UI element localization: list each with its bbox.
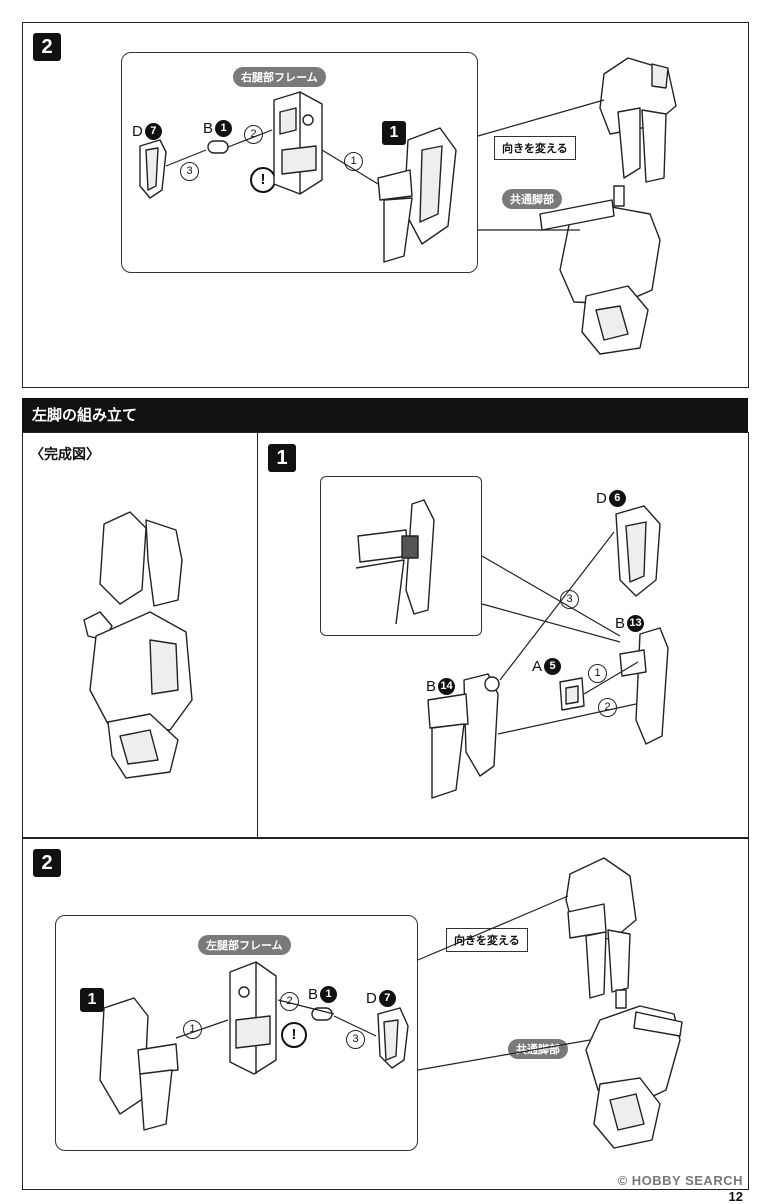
top-part-D7-number: 7 (144, 123, 162, 140)
bottom-rotate-callout: 向きを変える (446, 928, 528, 952)
top-order-1: 1 (344, 152, 363, 171)
bottom-part-B1-letter: B (308, 986, 319, 1003)
step1-part-A5-letter: A (532, 658, 543, 675)
step1-part-B14-number: 14 (438, 678, 456, 695)
top-order-3: 3 (180, 162, 199, 181)
step1-order-2: 2 (598, 698, 617, 717)
step1-order-3: 3 (560, 590, 579, 609)
section-title: 左脚の組み立て (32, 406, 138, 424)
top-part-B1-letter: B (203, 120, 214, 137)
step1-part-B14-letter: B (426, 678, 437, 695)
top-step1-badge: 1 (382, 121, 406, 145)
bottom-order-1: 1 (183, 1020, 202, 1039)
bottom-part-D7-number: 7 (378, 990, 396, 1007)
step1-part-D6-letter: D (596, 490, 607, 507)
top-inset-title: 右腿部フレーム (233, 67, 326, 87)
step1-part-B13-letter: B (615, 615, 626, 632)
top-part-B1-number: 1 (215, 120, 233, 137)
bottom-inset-title: 左腿部フレーム (198, 935, 291, 955)
top-step-number: 2 (33, 33, 61, 61)
bottom-order-2: 2 (280, 992, 299, 1011)
bottom-warning-icon: ! (281, 1022, 307, 1048)
bottom-part-D7-letter: D (366, 990, 377, 1007)
step1-number: 1 (268, 444, 296, 472)
step1-part-D6-number: 6 (608, 490, 626, 507)
complete-view-label: 〈完成図〉 (30, 447, 100, 463)
bottom-step-number: 2 (33, 849, 61, 877)
top-part-D7-letter: D (132, 123, 143, 140)
top-order-2: 2 (244, 125, 263, 144)
bottom-part-B1-number: 1 (320, 986, 338, 1003)
top-common-leg-label: 共通脚部 (502, 189, 562, 209)
top-warning-icon: ! (250, 167, 276, 193)
page-number: 12 (728, 1189, 743, 1204)
top-rotate-callout: 向きを変える (494, 136, 576, 160)
step1-order-1: 1 (588, 664, 607, 683)
section-header-bar: 左脚の組み立て (22, 398, 748, 432)
complete-view-panel (22, 432, 258, 838)
bottom-order-3: 3 (346, 1030, 365, 1049)
watermark: © HOBBY SEARCH (617, 1173, 743, 1188)
bottom-common-leg-label: 共通脚部 (508, 1039, 568, 1059)
step1-part-B13-number: 13 (627, 615, 645, 632)
step1-part-A5-number: 5 (544, 658, 562, 675)
step1-detail-inset (320, 476, 482, 636)
bottom-step1-badge: 1 (80, 988, 104, 1012)
